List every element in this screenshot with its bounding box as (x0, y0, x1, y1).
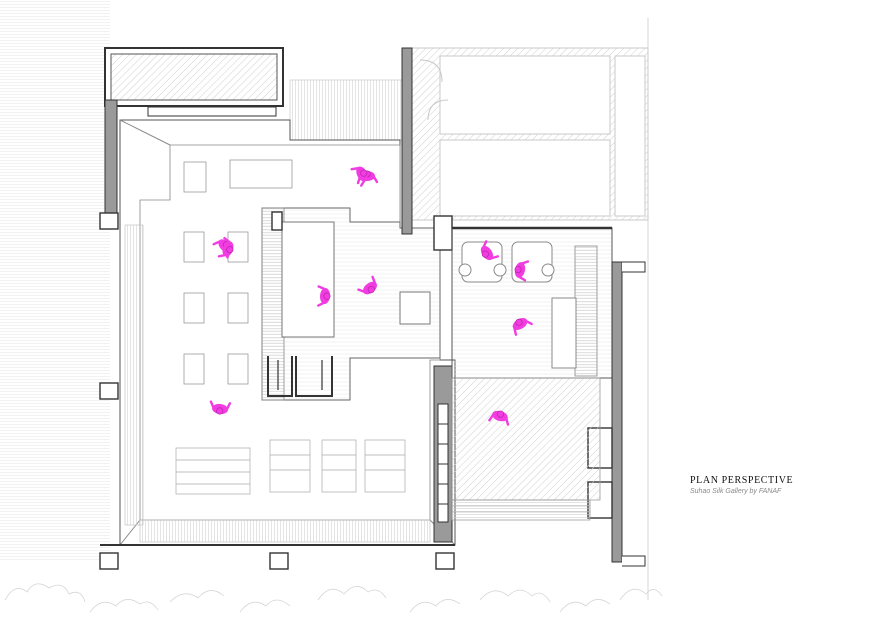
display-plinths (183, 159, 293, 385)
drawing-caption: PLAN PERSPECTIVE Suhao Silk Gallery by F… (690, 475, 793, 495)
structural-columns (99, 212, 455, 570)
neighbour-building (405, 47, 649, 221)
courtyard (451, 377, 601, 521)
site-hatch-left (0, 0, 110, 560)
person-figure (512, 318, 533, 336)
central-island (261, 207, 441, 401)
person-figure (480, 240, 500, 261)
person-figure (209, 400, 232, 415)
person-figure (317, 285, 331, 307)
person-figure (357, 275, 377, 295)
drawing-subtitle: Suhao Silk Gallery by FANAF (690, 488, 782, 495)
party-wall (401, 47, 453, 543)
person-figure (350, 166, 368, 187)
fabric-racks (175, 439, 406, 495)
person-figure (514, 260, 530, 282)
people (209, 166, 533, 426)
person-figure (488, 410, 510, 426)
drawing-title: PLAN PERSPECTIVE (690, 475, 794, 486)
north-wall (104, 47, 284, 223)
lounge-room (451, 226, 613, 379)
top-stair (289, 79, 409, 141)
trees-vegetation (4, 583, 663, 613)
person-figure (217, 236, 234, 258)
